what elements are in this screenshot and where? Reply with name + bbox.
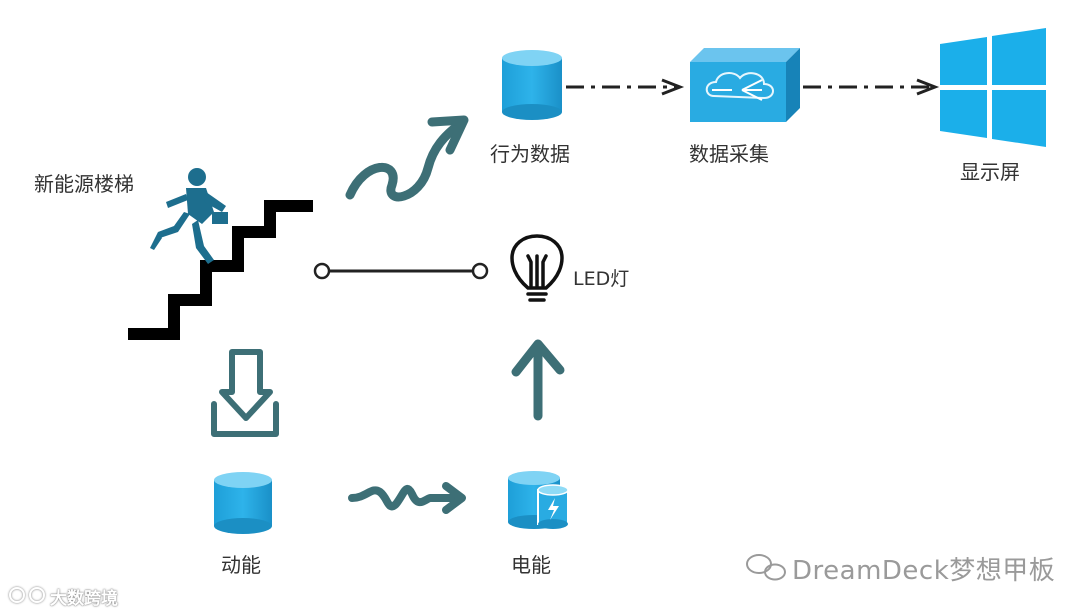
watermark-source: 大数跨境 bbox=[50, 589, 118, 609]
data-collection-icon bbox=[690, 48, 800, 122]
lightbulb-icon bbox=[510, 234, 564, 302]
electric-label: 电能 bbox=[511, 553, 551, 577]
stairs-label: 新能源楼梯 bbox=[34, 172, 134, 196]
data-collection-label: 数据采集 bbox=[689, 142, 769, 166]
behavior-data-label: 行为数据 bbox=[490, 142, 570, 166]
kinetic-energy-icon bbox=[214, 472, 272, 534]
connector-behavior-to-collection bbox=[566, 78, 685, 96]
wechat-icon bbox=[746, 554, 786, 581]
watermark-brand: DreamDeck梦想甲板 bbox=[792, 556, 1056, 586]
display-icon bbox=[940, 28, 1046, 147]
database-icon bbox=[502, 50, 562, 120]
stairs-icon bbox=[128, 200, 313, 340]
connector-collection-to-display bbox=[803, 78, 940, 96]
source-logo-icon bbox=[9, 587, 45, 603]
kinetic-label: 动能 bbox=[221, 553, 261, 577]
up-arrow-icon bbox=[511, 339, 565, 421]
stairs-to-led-line bbox=[313, 262, 489, 280]
wavy-arrow-icon bbox=[348, 482, 466, 514]
running-man-icon bbox=[150, 168, 228, 264]
display-label: 显示屏 bbox=[960, 160, 1020, 184]
curved-arrow-icon bbox=[345, 115, 469, 202]
download-arrow-icon bbox=[211, 349, 279, 437]
electric-energy-icon bbox=[508, 471, 569, 529]
led-label: LED灯 bbox=[573, 268, 630, 290]
